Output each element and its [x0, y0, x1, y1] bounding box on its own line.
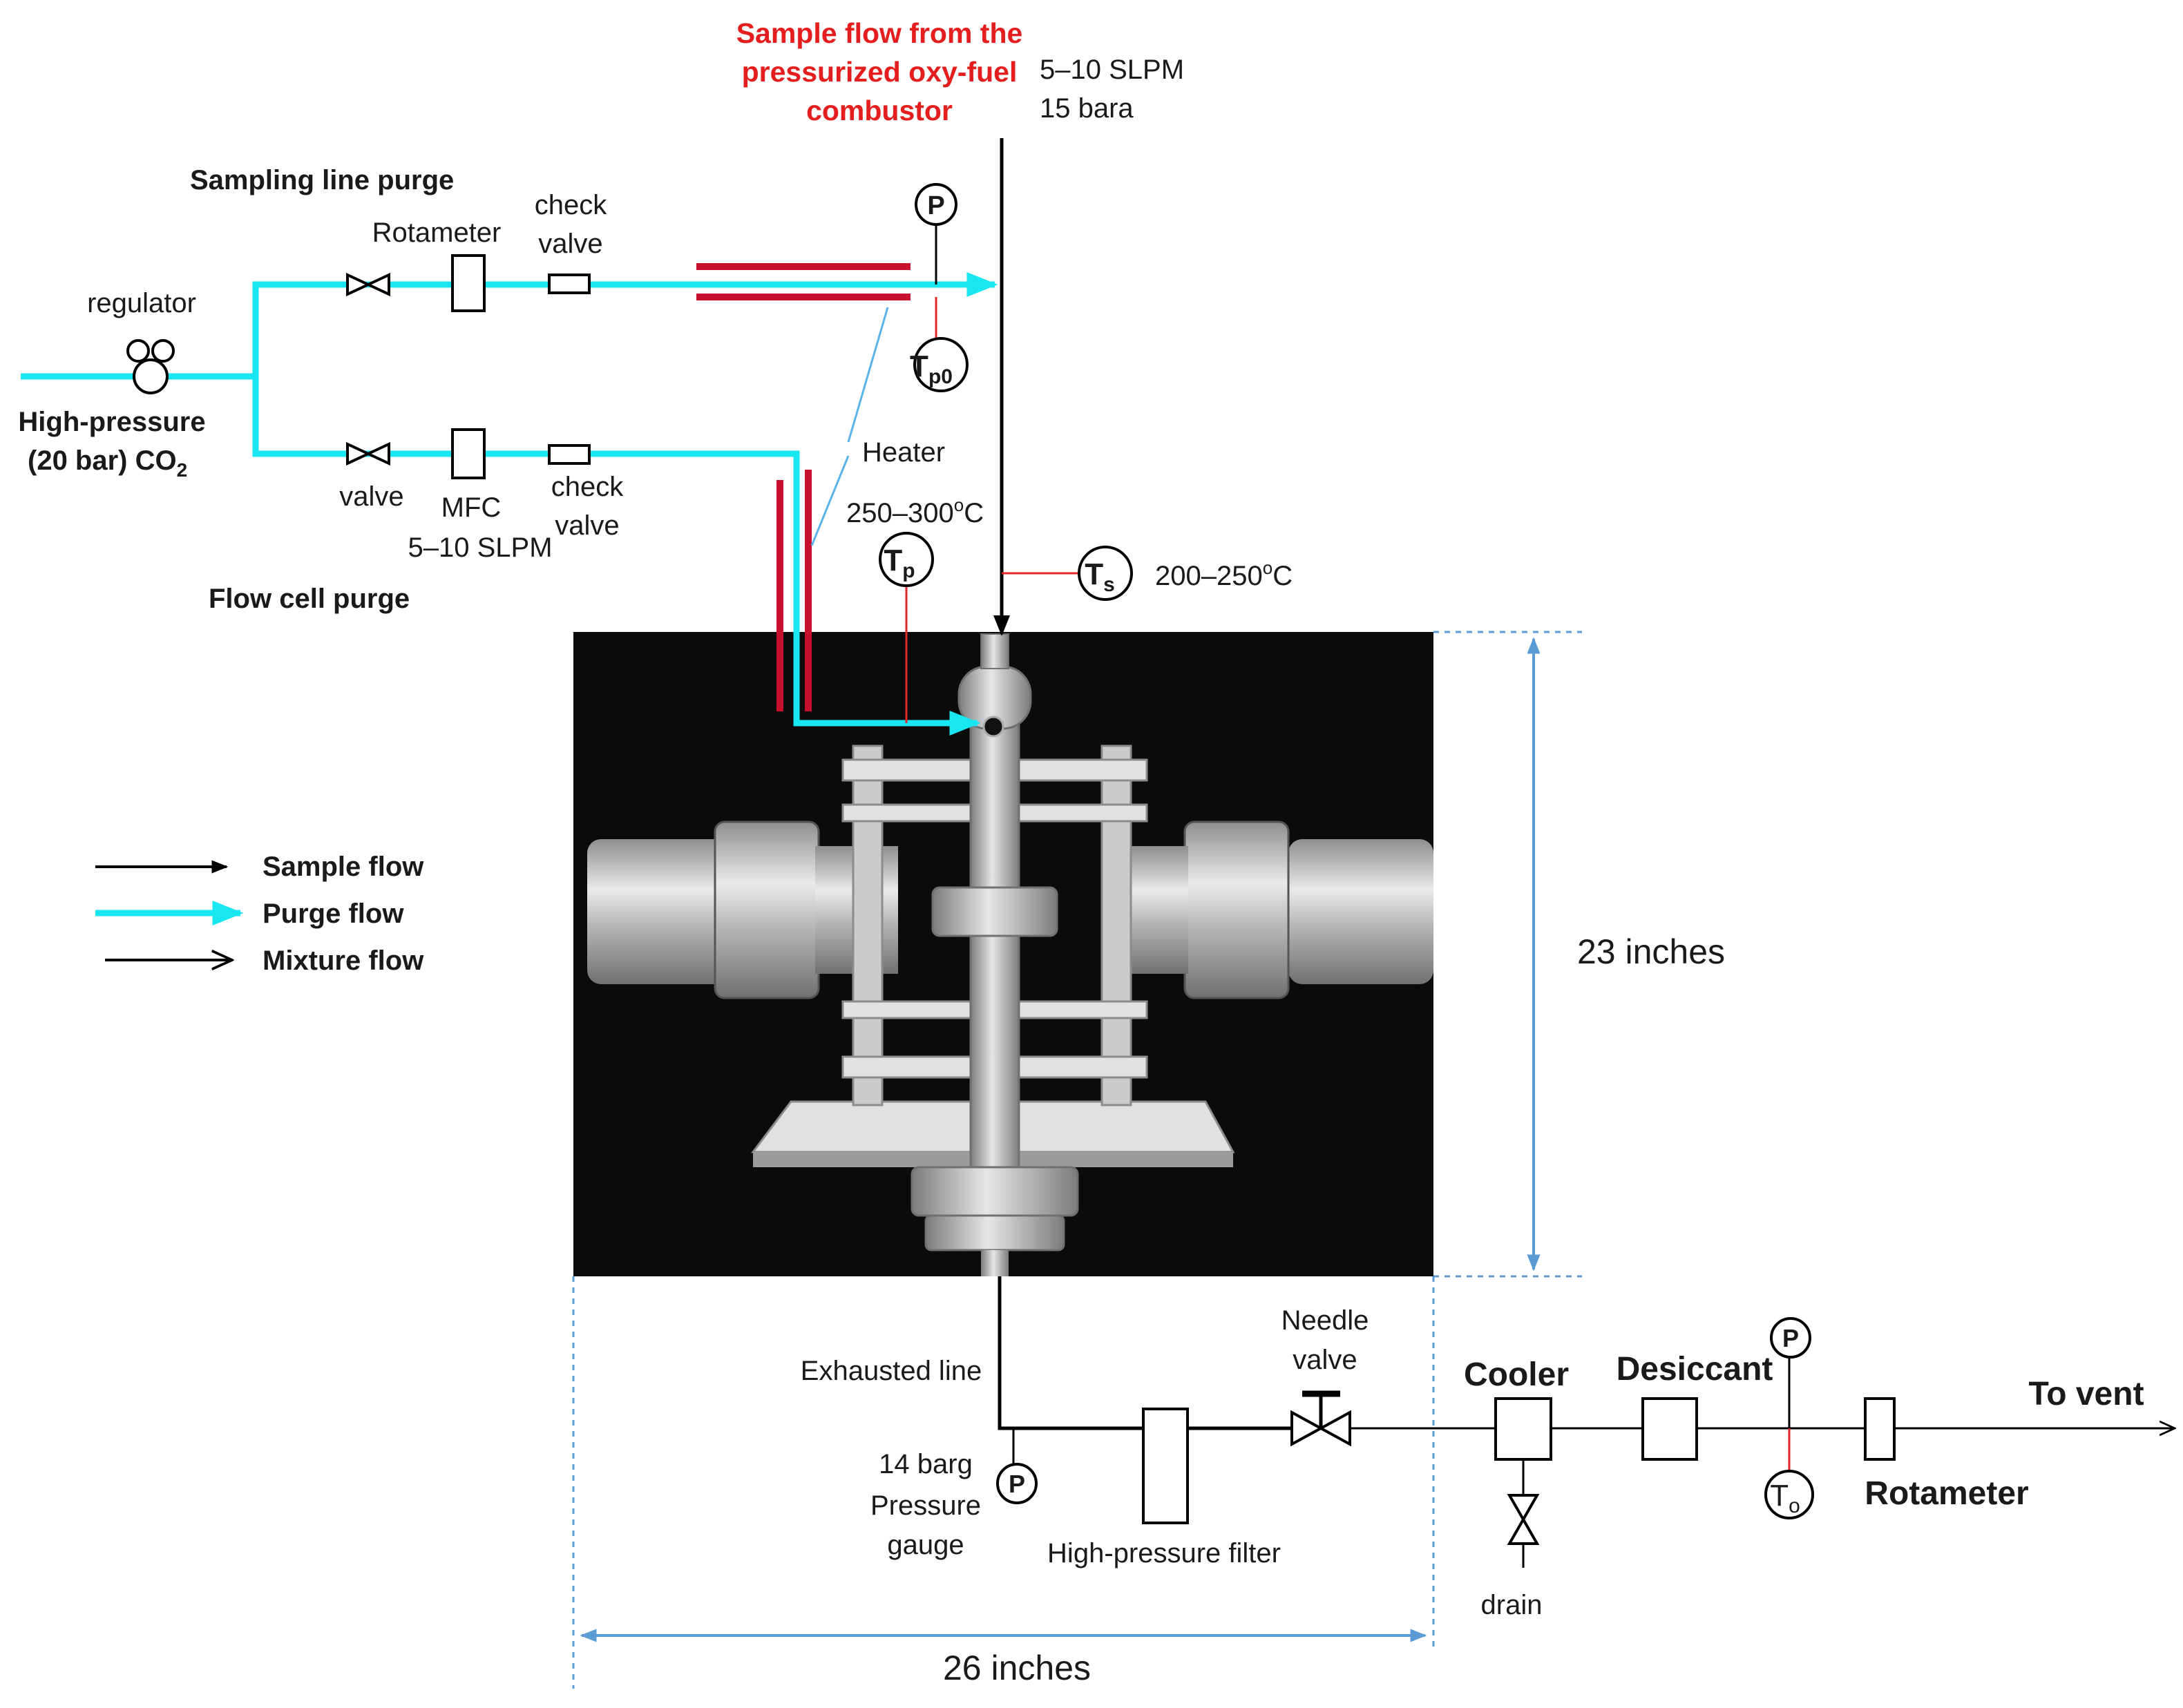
ts-temp: 200–250oC — [1155, 557, 1293, 591]
sampling-line-purge-path — [252, 272, 998, 376]
filter-label: High-pressure filter — [1047, 1538, 1281, 1568]
pressure-gauge — [996, 1463, 1038, 1504]
needle-valve-label-1: Needle — [1281, 1305, 1369, 1336]
gauge-value-label: 14 barg — [879, 1449, 973, 1479]
frame-right-post — [1100, 745, 1132, 1106]
exhaust-line-label: Exhausted line — [801, 1356, 982, 1386]
flow-cell-purge-label: Flow cell purge — [209, 584, 410, 614]
check-valve-bottom-label-1: check — [551, 472, 624, 502]
dimension-lines — [572, 631, 1582, 1689]
rotameter-top-label: Rotameter — [372, 218, 502, 248]
co2-source-line-2: (20 bar) CO2 — [28, 445, 187, 481]
ts-label: Ts — [1085, 557, 1115, 596]
legend-sample-label: Sample flow — [263, 852, 424, 882]
pressure-sensor-top-label: P — [927, 191, 944, 220]
title-line-3: combustor — [806, 95, 953, 126]
heater-leader-side — [810, 455, 850, 546]
needle-valve — [1290, 1390, 1351, 1447]
rotameter-top — [451, 254, 486, 312]
check-valve-bottom — [548, 444, 591, 465]
temp-sensor-tp — [879, 532, 934, 587]
purge-valve-top — [346, 272, 390, 297]
left-window-housing — [587, 839, 732, 984]
bottom-flange — [911, 1166, 1079, 1217]
tp-label: Tp — [884, 544, 915, 582]
desiccant-label: Desiccant — [1617, 1351, 1773, 1388]
tp0-label: Tp0 — [910, 349, 953, 388]
co2-source-line-1: High-pressure — [18, 407, 205, 437]
heater-leader-top — [847, 307, 889, 443]
temp-sensor-ts — [1078, 546, 1133, 601]
drain-valve — [1507, 1494, 1540, 1545]
sampling-line-purge-label: Sampling line purge — [190, 165, 454, 195]
high-pressure-filter — [1142, 1408, 1189, 1524]
rotameter-out — [1864, 1397, 1896, 1461]
desiccant — [1641, 1397, 1698, 1461]
regulator-label: regulator — [87, 288, 196, 318]
height-label: 23 inches — [1577, 932, 1725, 971]
cell-center — [931, 886, 1058, 937]
check-valve-top — [548, 274, 591, 294]
needle-valve-label-2: valve — [1293, 1345, 1357, 1375]
legend-mixture-label: Mixture flow — [263, 946, 424, 976]
regulator-gauge-left — [126, 339, 150, 363]
mfc-box — [451, 428, 486, 479]
regulator-symbol — [126, 339, 175, 394]
purge-valve-bottom — [346, 441, 390, 466]
mfc-label: MFC — [441, 492, 502, 523]
legend-purge-label: Purge flow — [263, 899, 404, 929]
pressure-sensor-top — [915, 183, 957, 226]
vent-label: To vent — [2028, 1376, 2144, 1412]
temp-sensor-to — [1764, 1470, 1814, 1519]
inlet-fitting — [980, 633, 1009, 669]
regulator-gauge-right — [151, 339, 175, 363]
mfc-flow-label: 5–10 SLPM — [408, 532, 552, 563]
flow-cell-photo — [573, 632, 1433, 1276]
heater-temp: 250–300oC — [846, 495, 984, 528]
to-label: To — [1770, 1479, 1800, 1517]
title-line-1: Sample flow from the — [736, 17, 1023, 49]
pressure-gauge-label: P — [1009, 1470, 1025, 1498]
title-line-2: pressurized oxy-fuel — [742, 56, 1018, 88]
exhaust-network — [996, 1276, 2175, 1568]
heaters — [696, 263, 911, 711]
right-clamp — [1183, 821, 1290, 999]
regulator-body — [133, 358, 169, 394]
pressure-sensor-out-label: P — [1782, 1324, 1799, 1352]
exhaust-fitting — [981, 1250, 1009, 1276]
width-label: 26 inches — [943, 1649, 1091, 1687]
legend: Sample flow Purge flow Mixture flow — [95, 852, 424, 976]
purge-port — [982, 716, 1004, 738]
left-clamp — [714, 821, 820, 999]
frame-left-post — [852, 745, 884, 1106]
check-valve-top-label-2: valve — [538, 229, 602, 259]
bottom-flange-lower — [924, 1214, 1065, 1251]
gauge-label-1: Pressure — [870, 1490, 981, 1521]
check-valve-top-label-1: check — [535, 190, 607, 220]
inlet-pressure: 15 bara — [1040, 93, 1134, 124]
cooler — [1494, 1397, 1552, 1461]
gauge-label-2: gauge — [887, 1530, 964, 1560]
right-window-housing — [1288, 839, 1433, 984]
inlet-flow: 5–10 SLPM — [1040, 55, 1184, 85]
rotameter-out-label: Rotameter — [1865, 1475, 2028, 1512]
valve-label: valve — [339, 481, 403, 512]
exhaust-drop — [998, 1276, 1143, 1430]
drain-label: drain — [1481, 1590, 1543, 1620]
flow-cell-purge-path — [252, 376, 981, 736]
temp-sensor-tp0 — [913, 337, 969, 392]
heater-label: Heater — [862, 437, 945, 468]
cooler-label: Cooler — [1464, 1356, 1569, 1393]
pressure-sensor-out — [1770, 1317, 1811, 1359]
check-valve-bottom-label-2: valve — [555, 510, 619, 541]
